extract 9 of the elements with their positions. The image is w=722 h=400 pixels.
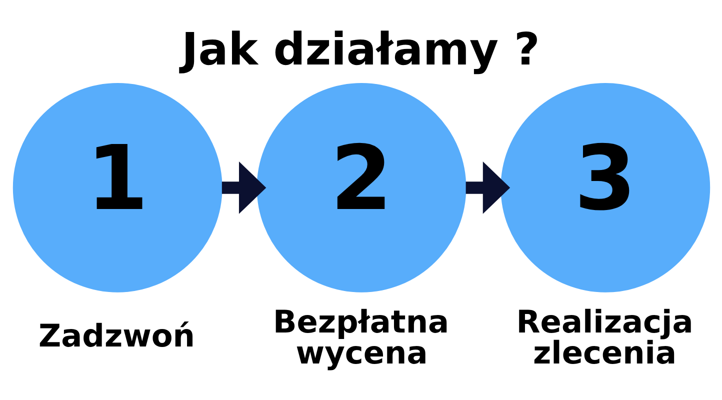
arrow — [221, 161, 266, 214]
arrow — [465, 161, 510, 214]
node-circle: 1 — [12, 82, 222, 292]
node-label: Realizacja zlecenia — [516, 304, 693, 372]
node-label: Zadzwoń — [38, 318, 195, 354]
node-circle: 2 — [256, 82, 466, 292]
diagram-title: Jak działamy ? — [181, 23, 540, 76]
node-circle: 3 — [500, 82, 710, 292]
node-label: Bezpłatna wycena — [272, 304, 449, 372]
